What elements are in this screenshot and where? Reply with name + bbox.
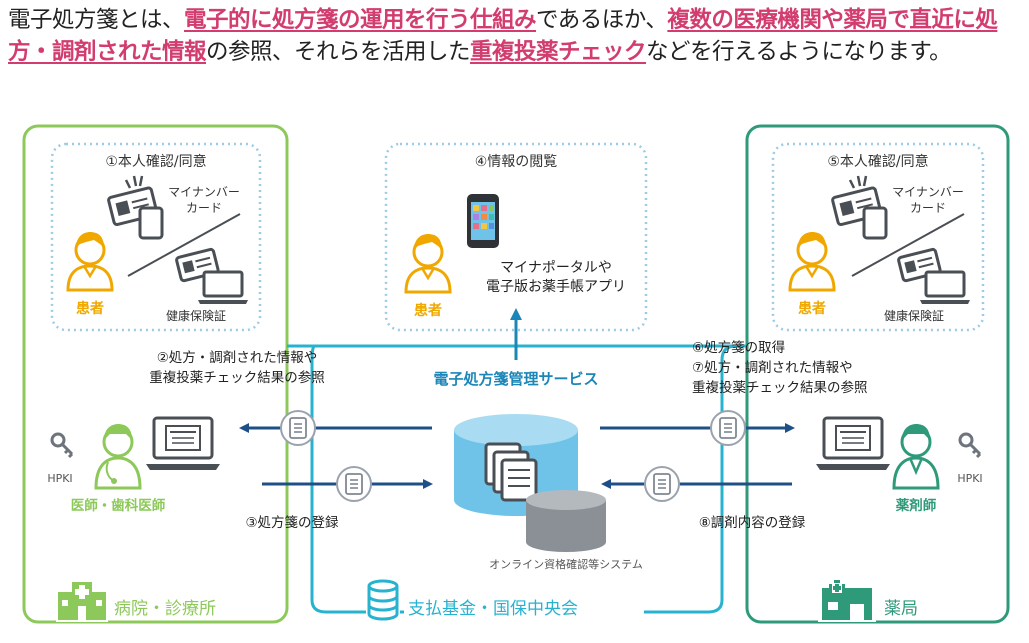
laptop-icon-left <box>144 416 222 472</box>
step5-label: ⑤本人確認/同意 <box>827 153 928 170</box>
step1-label: ①本人確認/同意 <box>105 153 206 170</box>
step6-label: ⑥処方箋の取得 <box>692 339 785 356</box>
doctor-label: 医師・歯科医師 <box>71 497 166 514</box>
mynumber-label-left-1: マイナンバー <box>168 185 240 199</box>
divider-left <box>127 213 241 277</box>
intro-text: 電子処方箋とは、電子的に処方箋の運用を行う仕組みであるほか、複数の医療機関や薬局… <box>8 7 998 65</box>
mynumber-label-left-2: カード <box>186 201 222 215</box>
pharmacist-label: 薬剤師 <box>896 497 937 514</box>
service-label: 電子処方箋管理サービス <box>433 370 598 388</box>
online-system-label: オンライン資格確認等システム <box>489 557 643 571</box>
online-system-database-icon <box>526 490 606 552</box>
portal-box <box>384 142 648 332</box>
hospital-label: 病院・診療所 <box>114 599 216 619</box>
app-label-2: 電子版お薬手帳アプリ <box>486 279 626 295</box>
document-icon-step6 <box>710 410 746 446</box>
fund-label: 支払基金・国保中央会 <box>408 599 578 619</box>
hpki-key-icon-right <box>958 432 982 459</box>
document-icon-step8 <box>644 466 680 502</box>
mynumber-label-right-1: マイナンバー <box>892 185 964 199</box>
hpki-label-left: HPKI <box>47 472 72 485</box>
laptop-icon-right <box>814 416 892 472</box>
step4-label: ④情報の閲覧 <box>475 153 558 170</box>
patient-label-right: 患者 <box>798 300 826 317</box>
document-icon-step2 <box>280 410 316 446</box>
smartphone-icon <box>467 194 499 248</box>
hospital-building-icon <box>56 578 108 622</box>
step7-label-2: 重複投薬チェック結果の参照 <box>692 379 868 396</box>
hpki-label-right: HPKI <box>957 472 982 485</box>
hospital-frame <box>22 124 289 624</box>
document-icon-step3 <box>336 466 372 502</box>
step7-label-1: ⑦処方・調剤された情報や <box>692 360 853 376</box>
step3-label: ③処方箋の登録 <box>245 515 339 531</box>
hpki-key-icon-left <box>50 432 74 459</box>
step2-label-2: 重複投薬チェック結果の参照 <box>149 369 325 386</box>
pharmacist-icon <box>892 424 940 490</box>
patient-label-portal: 患者 <box>414 302 442 319</box>
insurance-label-left: 健康保険証 <box>166 308 226 323</box>
step2-label-1: ②処方・調剤された情報や <box>157 350 318 366</box>
doctor-icon <box>94 424 142 490</box>
insurance-label-right: 健康保険証 <box>884 308 944 323</box>
step8-label: ⑧調剤内容の登録 <box>699 514 806 531</box>
pharmacy-building-icon <box>818 578 876 622</box>
mynumber-label-right-2: カード <box>910 201 946 215</box>
divider-right <box>851 213 965 277</box>
patient-label-left: 患者 <box>76 300 104 317</box>
pharmacy-label: 薬局 <box>884 599 918 619</box>
app-label-1: マイナポータルや <box>500 260 612 276</box>
fund-database-icon <box>366 579 400 621</box>
pharmacy-frame <box>745 124 1010 624</box>
